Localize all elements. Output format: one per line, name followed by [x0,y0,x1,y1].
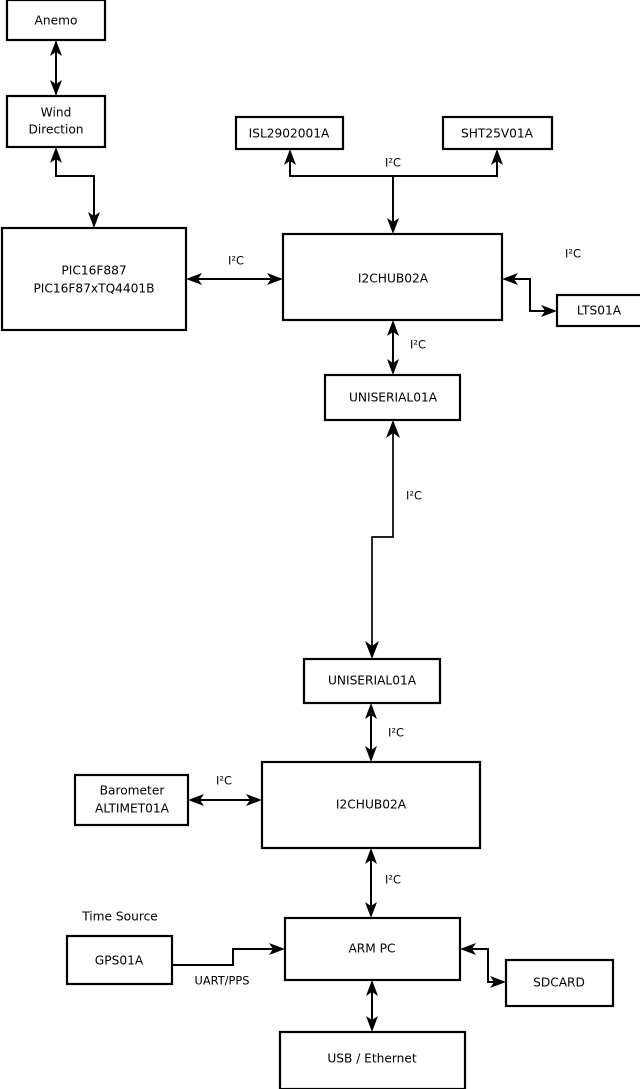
node-wind-direction-label-line2: Direction [28,123,83,137]
node-pic-microcontroller[interactable]: PIC16F887 PIC16F87xTQ4401B [0,226,188,332]
connector-gps-arm-pc [172,943,285,966]
annotation-time-source: Time Source [81,910,158,924]
node-wind-direction-label-line1: Wind [41,106,72,120]
node-i2chub02a-bottom-label: I2CHUB02A [336,798,407,812]
label-layer: I²C I²C I²C I²C I²C I²C I²C I²C UART/PPS… [81,156,581,988]
edge-label-top-sensor-bus-i2c: I²C [385,156,401,170]
node-uniserial01a-lower[interactable]: UNISERIAL01A [302,657,442,705]
node-uniserial01a-lower-label: UNISERIAL01A [328,674,417,688]
connector-uniserial-2-i2chub-bottom [365,703,377,762]
node-usb-ethernet[interactable]: USB / Ethernet [278,1030,467,1089]
node-wind-direction[interactable]: Wind Direction [5,94,107,149]
node-uniserial01a-upper[interactable]: UNISERIAL01A [323,373,462,422]
connector-arm-pc-sdcard [460,943,506,988]
node-arm-pc-label: ARM PC [348,942,395,956]
edge-label-hub-lts-i2c: I²C [565,247,581,261]
edge-label-gps-armpc-uart-pps: UART/PPS [195,974,250,988]
node-isl2902001a[interactable]: ISL2902001A [234,115,345,151]
connector-i2chub-top-uniserial-1 [387,320,399,375]
edge-label-uniserial2-hub-i2c: I²C [388,726,404,740]
node-sht25v01a-label: SHT25V01A [461,127,534,141]
edge-label-hub-armpc-i2c: I²C [385,873,401,887]
node-lts01a[interactable]: LTS01A [555,293,640,328]
node-gps01a-label: GPS01A [95,954,144,968]
node-arm-pc[interactable]: ARM PC [283,916,462,982]
node-barometer-label-line2: ALTIMET01A [95,802,170,816]
node-sdcard[interactable]: SDCARD [504,958,615,1008]
connector-uniserial-1-uniserial-2 [365,420,400,659]
edge-label-hub-uniserial-i2c: I²C [410,338,426,352]
connector-anemo-wind-direction [50,40,62,96]
node-i2chub02a-bottom[interactable]: I2CHUB02A [260,760,482,850]
node-i2chub02a-top[interactable]: I2CHUB02A [281,232,504,322]
node-lts01a-label: LTS01A [577,304,622,318]
node-pic-label-line2: PIC16F87xTQ4401B [33,282,154,296]
node-barometer-altimet01a[interactable]: Barometer ALTIMET01A [73,773,190,827]
node-usb-ethernet-label: USB / Ethernet [327,1052,417,1066]
node-anemo-label: Anemo [35,14,78,28]
node-barometer-label-line1: Barometer [100,784,166,798]
node-anemo[interactable]: Anemo [5,0,107,42]
edge-label-pic-hub-i2c: I²C [228,254,244,268]
connector-i2chub-top-lts01a [502,273,557,317]
node-gps01a[interactable]: GPS01A [65,934,174,986]
node-uniserial01a-upper-label: UNISERIAL01A [349,391,438,405]
edge-label-uniserial-link-i2c: I²C [406,489,422,503]
edge-label-barometer-hub-i2c: I²C [216,774,232,788]
node-isl2902001a-label: ISL2902001A [249,127,330,141]
connector-i2chub-bottom-arm-pc [365,848,377,918]
connector-i2chub-top-sensor-bus [284,149,503,234]
node-sht25v01a[interactable]: SHT25V01A [441,115,554,151]
node-pic-label-line1: PIC16F887 [61,264,126,278]
connector-pic-i2chub-top [186,273,283,285]
node-i2chub02a-top-label: I2CHUB02A [358,272,429,286]
connector-barometer-i2chub-bottom [188,794,262,806]
connector-arm-pc-usb-ethernet [366,980,378,1032]
connector-pic-wind-direction [50,147,100,228]
connector-layer [50,40,557,1032]
node-sdcard-label: SDCARD [533,976,585,990]
